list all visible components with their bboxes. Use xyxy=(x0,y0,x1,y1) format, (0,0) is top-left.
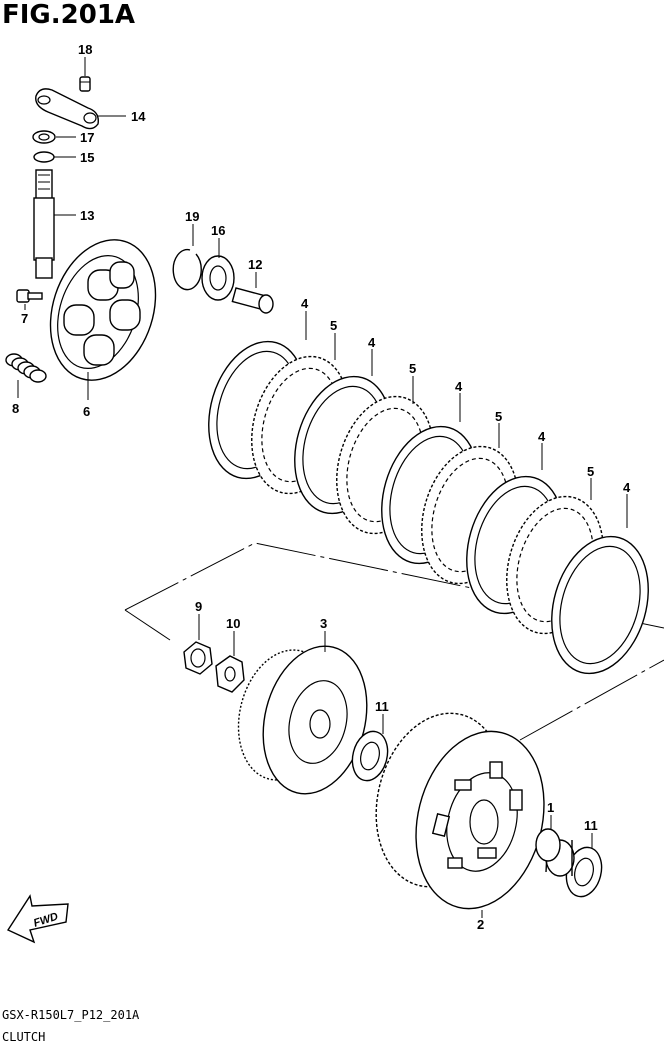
leader-lines xyxy=(17,57,628,918)
callout-9: 9 xyxy=(195,599,202,614)
callout-8: 8 xyxy=(12,401,19,416)
callout-4d: 4 xyxy=(538,429,546,444)
callout-16: 16 xyxy=(211,223,225,238)
callout-5c: 5 xyxy=(495,409,502,424)
callout-4c: 4 xyxy=(455,379,463,394)
callout-5a: 5 xyxy=(330,318,337,333)
callout-18: 18 xyxy=(78,42,92,57)
circlip-19 xyxy=(172,248,202,291)
callout-4b: 4 xyxy=(368,335,376,350)
bearing-16 xyxy=(201,255,235,301)
callout-13: 13 xyxy=(80,208,94,223)
spacer-1 xyxy=(535,828,575,877)
drawing-code: GSX-R150L7_P12_201A xyxy=(2,1008,140,1022)
callout-3: 3 xyxy=(320,616,327,631)
callout-12: 12 xyxy=(248,257,262,272)
washer-17 xyxy=(32,130,56,144)
callouts: 18 14 17 15 13 19 16 12 7 8 6 4 5 4 5 4 … xyxy=(12,42,631,932)
clutch-hub-3 xyxy=(237,645,368,795)
bolt-18 xyxy=(79,76,91,92)
release-arm-14 xyxy=(35,88,99,130)
callout-2: 2 xyxy=(477,917,484,932)
shaft-13 xyxy=(33,169,55,279)
callout-11b: 11 xyxy=(584,818,598,833)
callout-4a: 4 xyxy=(301,296,309,311)
callout-17: 17 xyxy=(80,130,94,145)
callout-1: 1 xyxy=(547,800,554,815)
figure-caption: CLUTCH xyxy=(2,1030,46,1044)
drive-plate-4e xyxy=(551,535,649,675)
callout-15: 15 xyxy=(80,150,94,165)
bolt-7 xyxy=(16,289,43,303)
callout-5b: 5 xyxy=(409,361,416,376)
callout-6: 6 xyxy=(83,404,90,419)
callout-5d: 5 xyxy=(587,464,594,479)
washer-10 xyxy=(215,655,245,693)
callout-19: 19 xyxy=(185,209,199,224)
thrust-washer-11a xyxy=(351,730,389,782)
callout-10: 10 xyxy=(226,616,240,631)
pressure-plate-6 xyxy=(49,239,157,381)
pin-12 xyxy=(231,287,274,314)
ring-15 xyxy=(33,151,55,163)
fwd-arrow-icon: FWD xyxy=(6,894,69,944)
callout-7: 7 xyxy=(21,311,28,326)
callout-11a: 11 xyxy=(375,699,389,714)
callout-14: 14 xyxy=(131,109,146,124)
callout-4e: 4 xyxy=(623,480,631,495)
spring-8 xyxy=(5,353,47,383)
figure-title: FIG.201A xyxy=(2,0,136,30)
nut-9 xyxy=(183,641,213,675)
clutch-housing-2 xyxy=(375,712,545,910)
